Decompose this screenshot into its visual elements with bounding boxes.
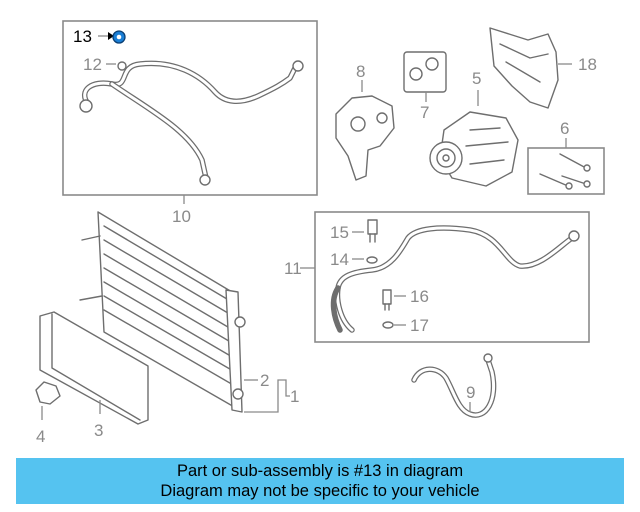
callout-3: 3: [94, 421, 103, 440]
callout-1: 1: [290, 387, 299, 406]
callout-10: 10: [172, 207, 191, 226]
callout-5: 5: [472, 69, 481, 88]
callout-17: 17: [410, 316, 429, 335]
part-5-compressor: [429, 90, 519, 187]
pressure-line-box: [300, 211, 590, 343]
part-7-plugs: [403, 51, 447, 102]
callout-7: 7: [420, 103, 429, 122]
callout-18: 18: [578, 55, 597, 74]
callout-9: 9: [466, 383, 475, 402]
callout-6: 6: [560, 119, 569, 138]
callout-16: 16: [410, 287, 429, 306]
part-3-panel: [39, 311, 149, 425]
callout-13: 13: [73, 27, 92, 46]
callout-8: 8: [356, 62, 365, 81]
callout-4: 4: [36, 427, 45, 446]
part-18-heat-shield: [489, 27, 572, 109]
callout-14: 14: [330, 250, 349, 269]
part-13-highlight-icon[interactable]: [112, 30, 126, 44]
callout-15: 15: [330, 223, 349, 242]
part-4-bracket: [35, 381, 61, 420]
info-banner: Part or sub-assembly is #13 in diagram D…: [16, 458, 624, 504]
callout-11: 11: [284, 259, 302, 278]
banner-line-1: Part or sub-assembly is #13 in diagram: [176, 462, 464, 480]
callout-2: 2: [260, 371, 269, 390]
part-1-condenser: [79, 211, 290, 413]
part-9-hose: [411, 353, 497, 418]
callout-12: 12: [83, 55, 102, 74]
part-6-bolts-box: [527, 138, 605, 195]
banner-line-2: Diagram may not be specific to your vehi…: [160, 482, 480, 500]
part-8-bracket: [335, 80, 395, 181]
hose-group-box: [62, 20, 318, 204]
